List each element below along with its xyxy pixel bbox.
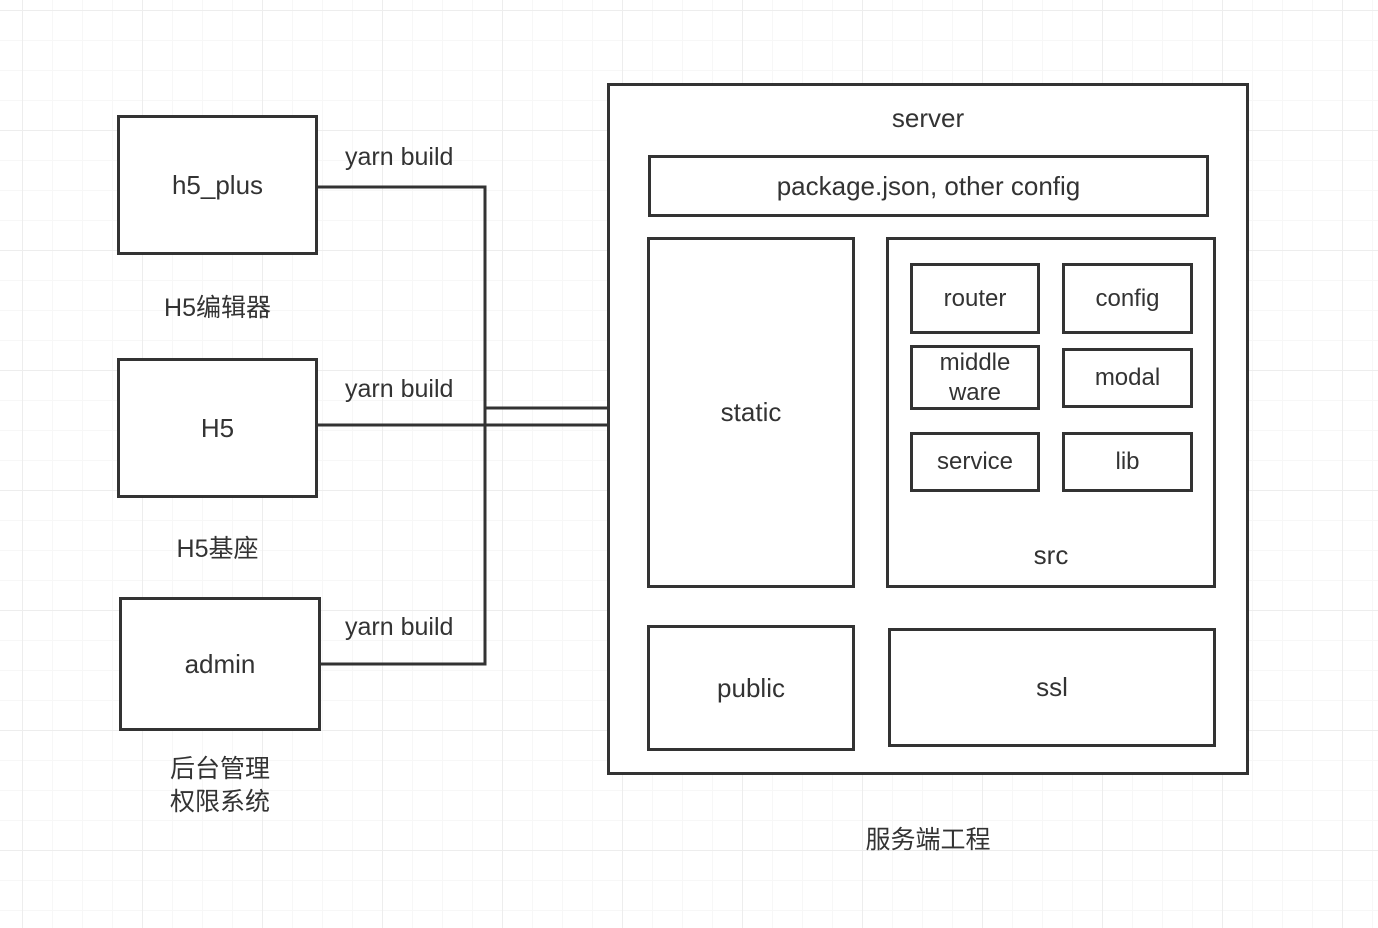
- node-h5-plus[interactable]: h5_plus: [117, 115, 318, 255]
- node-package-config[interactable]: package.json, other config: [648, 155, 1209, 217]
- node-h5[interactable]: H5: [117, 358, 318, 498]
- node-config-label: config: [1095, 284, 1160, 312]
- node-admin-label: admin: [184, 648, 256, 679]
- caption-server: 服务端工程: [865, 826, 991, 854]
- node-static-label: static: [720, 397, 782, 428]
- node-middleware-label: middle ware: [939, 348, 1011, 406]
- node-ssl[interactable]: ssl: [888, 628, 1216, 747]
- caption-admin: 后台管理 权限系统: [169, 755, 270, 816]
- node-middleware[interactable]: middle ware: [910, 345, 1040, 410]
- node-config[interactable]: config: [1062, 263, 1193, 334]
- node-public[interactable]: public: [647, 625, 855, 751]
- edge-label-h5: yarn build: [345, 375, 454, 403]
- node-h5-label: H5: [200, 412, 235, 443]
- node-src-label: src: [1033, 539, 1069, 570]
- node-router-label: router: [943, 284, 1007, 312]
- caption-h5: H5基座: [176, 535, 259, 563]
- node-service-label: service: [936, 448, 1014, 475]
- node-h5-plus-label: h5_plus: [171, 169, 264, 200]
- node-lib[interactable]: lib: [1062, 432, 1193, 492]
- node-package-config-label: package.json, other config: [776, 170, 1081, 201]
- node-server-label: server: [891, 103, 965, 133]
- node-admin[interactable]: admin: [119, 597, 321, 731]
- node-modal[interactable]: modal: [1062, 348, 1193, 408]
- node-service[interactable]: service: [910, 432, 1040, 492]
- node-ssl-label: ssl: [1036, 672, 1068, 703]
- caption-h5-plus: H5编辑器: [164, 294, 271, 322]
- node-public-label: public: [717, 672, 785, 703]
- node-lib-label: lib: [1115, 448, 1140, 475]
- node-router[interactable]: router: [910, 263, 1040, 334]
- node-modal-label: modal: [1094, 364, 1161, 391]
- node-static[interactable]: static: [647, 237, 855, 588]
- edge-label-admin: yarn build: [345, 613, 454, 641]
- edge-label-h5-plus: yarn build: [345, 143, 454, 171]
